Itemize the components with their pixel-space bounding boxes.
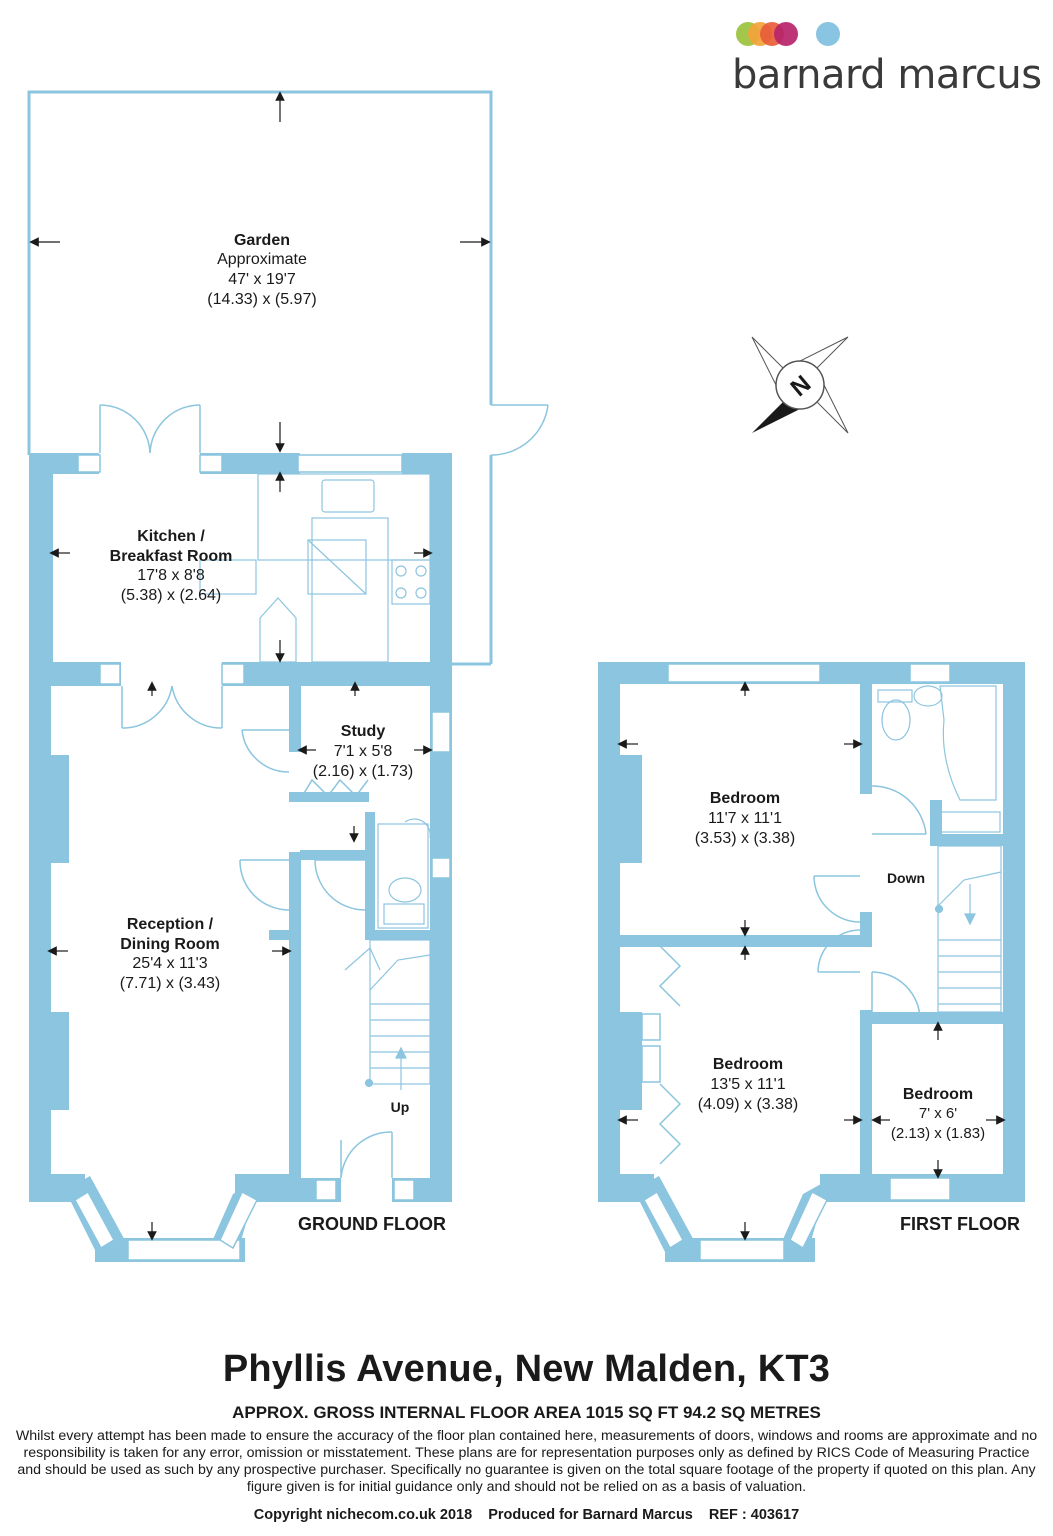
reception-metric: (7.71) x (3.43): [120, 975, 220, 992]
bedroom-1-metric: (3.53) x (3.38): [695, 830, 795, 847]
study-label: Study 7'1 x 5'8 (2.16) x (1.73): [313, 723, 413, 780]
kitchen-imperial: 17'8 x 8'8: [137, 567, 205, 584]
stairs-up-label: Up: [391, 1099, 410, 1115]
compass-icon: [751, 336, 849, 434]
kitchen-name-2: Breakfast Room: [110, 548, 233, 565]
bathroom-fixtures: [877, 685, 1001, 833]
first-floor-label: FIRST FLOOR: [900, 1214, 1020, 1234]
bedroom-3-imperial: 7' x 6': [919, 1105, 957, 1122]
bedroom-3-label: Bedroom 7' x 6' (2.13) x (1.83): [891, 1086, 985, 1142]
study-name: Study: [341, 723, 386, 740]
floor-area: APPROX. GROSS INTERNAL FLOOR AREA 1015 S…: [232, 1403, 821, 1422]
bedroom-3-metric: (2.13) x (1.83): [891, 1125, 985, 1142]
bedroom-2-label: Bedroom 13'5 x 11'1 (4.09) x (3.38): [698, 1056, 798, 1113]
ground-stairs: [344, 939, 431, 1090]
first-floor-walls: [598, 662, 1025, 1262]
reception-name-2: Dining Room: [120, 936, 220, 953]
property-title: Phyllis Avenue, New Malden, KT3: [222, 1348, 831, 1390]
stairs-down-label: Down: [887, 870, 925, 886]
bedroom-2-metric: (4.09) x (3.38): [698, 1096, 798, 1113]
first-stairs: [934, 845, 1002, 1013]
garden-gate: [490, 404, 549, 456]
garden-name: Garden: [234, 232, 290, 249]
produced-for-text: Produced for Barnard Marcus: [488, 1507, 693, 1523]
first-floor-doors: [641, 785, 927, 1165]
garden-outline: [27, 90, 493, 666]
bedroom-2-imperial: 13'5 x 11'1: [710, 1076, 785, 1093]
ground-floor-doors: [99, 404, 393, 1179]
ground-floor-windows: [74, 454, 451, 1261]
ground-floor-label: GROUND FLOOR: [298, 1214, 446, 1234]
copyright-text: Copyright nichecom.co.uk 2018: [253, 1507, 473, 1523]
bedroom-3-name: Bedroom: [903, 1086, 973, 1103]
garden-imperial: 47' x 19'7: [228, 271, 296, 288]
reception-imperial: 25'4 x 11'3: [132, 955, 207, 972]
bedroom-1-label: Bedroom 11'7 x 11'1 (3.53) x (3.38): [695, 790, 795, 847]
bedroom-1-imperial: 11'7 x 11'1: [708, 810, 782, 827]
garden-label: Garden Approximate 47' x 19'7 (14.33) x …: [207, 232, 316, 308]
study-imperial: 7'1 x 5'8: [334, 743, 393, 760]
reference-text: REF : 403617: [708, 1507, 800, 1523]
kitchen-label: Kitchen / Breakfast Room 17'8 x 8'8 (5.3…: [110, 528, 233, 604]
credit-line: Copyright nichecom.co.uk 2018 Produced f…: [0, 1507, 1053, 1523]
wc-fixtures: [377, 818, 431, 929]
reception-name-1: Reception /: [127, 916, 214, 933]
reception-label: Reception / Dining Room 25'4 x 11'3 (7.7…: [120, 916, 220, 992]
first-floor-windows: [643, 663, 951, 1261]
brand-logo: barnard marcus: [728, 18, 1042, 98]
ground-floor-walls: [29, 453, 452, 1262]
disclaimer: Whilst every attempt has been made to en…: [15, 1428, 1038, 1495]
kitchen-metric: (5.38) x (2.64): [121, 587, 221, 604]
kitchen-name-1: Kitchen /: [137, 528, 205, 545]
garden-approx: Approximate: [217, 251, 307, 268]
bedroom-2-name: Bedroom: [713, 1056, 783, 1073]
garden-metric: (14.33) x (5.97): [207, 291, 316, 308]
brand-dot: [816, 22, 840, 46]
floor-plan: N Garden Approximate 47' x 19'7 (14.33) …: [27, 90, 1025, 1262]
measurement-arrows: [29, 91, 1006, 1241]
brand-name: barnard marcus: [732, 52, 1042, 98]
brand-dot: [774, 22, 798, 46]
study-metric: (2.16) x (1.73): [313, 763, 413, 780]
kitchen-units: [199, 473, 431, 663]
bedroom-1-name: Bedroom: [710, 790, 780, 807]
